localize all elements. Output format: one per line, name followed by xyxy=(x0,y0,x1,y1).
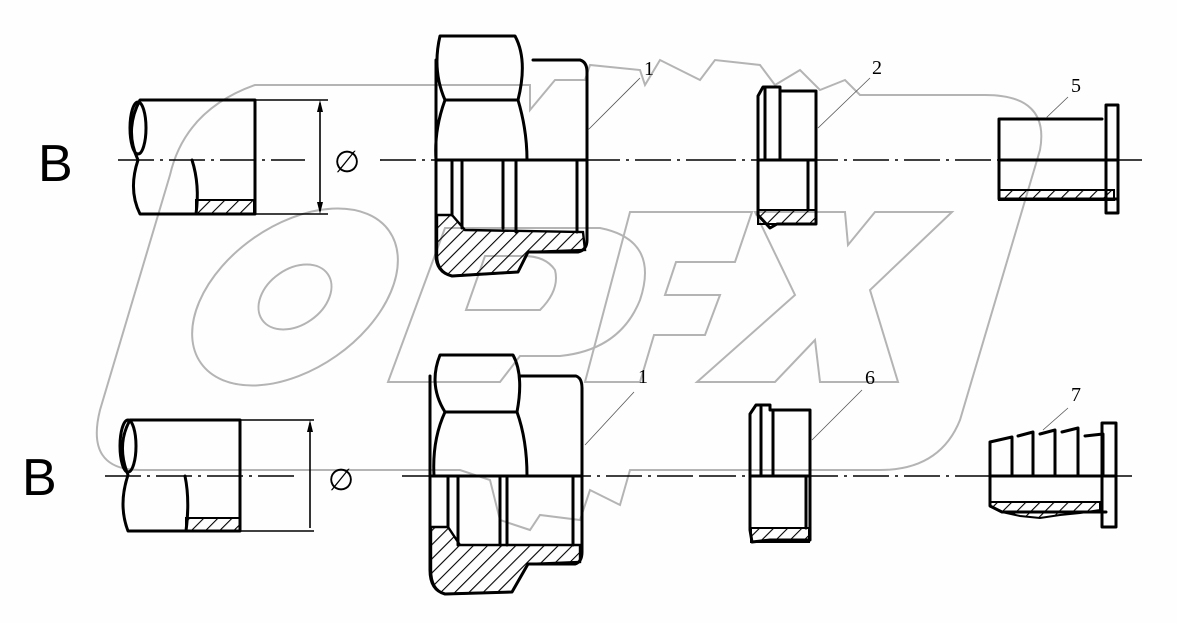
leader-callout-1-bottom xyxy=(584,391,635,446)
callout-1-bottom: 1 xyxy=(638,366,648,388)
nipple-smooth-5 xyxy=(997,103,1120,215)
callout-5: 5 xyxy=(1071,75,1081,97)
row-1-assembly: B ∅ 1 xyxy=(38,34,1142,278)
variant-label-bottom: B xyxy=(22,449,57,507)
watermark-letter-P xyxy=(386,227,646,383)
callout-1-top: 1 xyxy=(644,58,654,80)
ring-2 xyxy=(756,85,818,230)
watermark-letter-X xyxy=(694,211,955,383)
leader-callout-7 xyxy=(1042,407,1069,431)
leader-callout-1-top xyxy=(587,77,641,131)
watermark-logo xyxy=(95,58,1043,532)
union-nut-bottom xyxy=(428,353,584,596)
diameter-symbol-top: ∅ xyxy=(334,145,360,180)
callout-6: 6 xyxy=(865,367,875,389)
callout-2: 2 xyxy=(872,57,882,79)
nipple-barbed-7 xyxy=(988,421,1118,529)
ring-6 xyxy=(748,403,812,544)
diameter-symbol-bottom: ∅ xyxy=(328,463,354,498)
callout-7: 7 xyxy=(1071,384,1081,406)
union-nut-top xyxy=(434,34,589,278)
watermark-letter-O-inner xyxy=(257,263,333,331)
watermark-letter-O-outer xyxy=(191,207,399,387)
tube-end-bottom xyxy=(118,418,314,533)
watermark-gear-outline xyxy=(95,58,1043,532)
leader-callout-2 xyxy=(817,77,871,129)
leader-callout-5 xyxy=(1045,96,1069,119)
watermark-letter-E xyxy=(583,211,754,383)
variant-label-top: B xyxy=(38,135,73,193)
leader-callout-6 xyxy=(811,389,863,441)
tube-end-top xyxy=(128,98,328,216)
row-2-assembly: B ∅ 1 xyxy=(22,353,1132,596)
